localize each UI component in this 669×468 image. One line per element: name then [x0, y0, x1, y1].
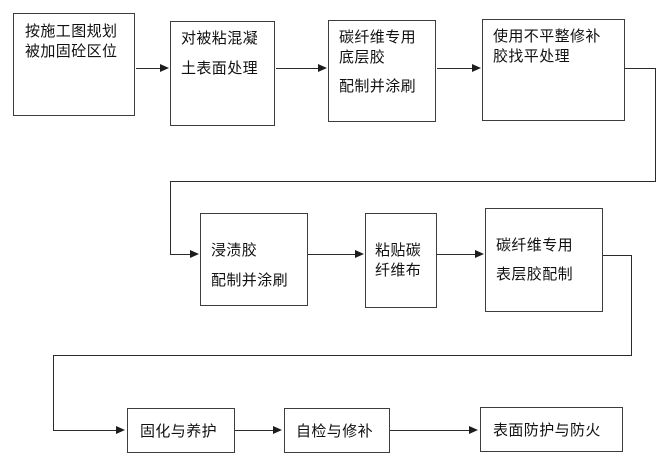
node-1-line-1: 按施工图规划	[25, 22, 118, 40]
edge-n1-n2-arrowhead	[160, 63, 169, 72]
edge-n4-n5-seg-down	[655, 68, 656, 182]
node-2-text: 对被粘混凝 土表面处理	[181, 28, 274, 78]
process-node-3[interactable]: 碳纤维专用 底层胶 配制并涂刷	[328, 20, 436, 122]
process-node-1[interactable]: 按施工图规划 被加固砼区位	[13, 13, 135, 116]
node-7-text: 碳纤维专用 表层胶配制	[496, 235, 602, 284]
edge-n7-n8-seg-in	[53, 430, 117, 431]
process-node-9[interactable]: 自检与修补	[284, 408, 390, 453]
node-4-text: 使用不平整修补 胶找平处理	[493, 26, 624, 66]
node-4-line-1: 使用不平整修补	[493, 27, 601, 45]
edge-n2-n3-arrowhead	[318, 63, 327, 72]
process-node-4[interactable]: 使用不平整修补 胶找平处理	[482, 19, 625, 121]
node-9-text: 自检与修补	[296, 421, 389, 441]
node-3-text: 碳纤维专用 底层胶 配制并涂刷	[339, 27, 435, 96]
process-node-7[interactable]: 碳纤维专用 表层胶配制	[485, 208, 603, 312]
process-node-8[interactable]: 固化与养护	[127, 408, 235, 453]
node-5-line-1: 浸渍胶	[211, 241, 258, 259]
edge-n7-n8-seg-down	[631, 255, 632, 356]
node-10-line-1: 表面防护与防火	[493, 421, 601, 439]
edge-n4-n5-seg-down2	[170, 181, 171, 255]
node-10-text: 表面防护与防火	[493, 420, 622, 440]
node-3-line-2: 底层胶	[339, 48, 386, 66]
edge-n3-n4-line	[437, 68, 473, 69]
node-1-line-2: 被加固砼区位	[25, 42, 118, 60]
process-node-5[interactable]: 浸渍胶 配制并涂刷	[200, 213, 308, 306]
process-node-2[interactable]: 对被粘混凝 土表面处理	[170, 21, 275, 126]
edge-n7-n8-seg-right	[603, 255, 632, 256]
edge-n9-n10-line	[390, 430, 470, 431]
edge-n8-n9-line	[235, 430, 274, 431]
edge-n1-n2-line	[136, 68, 162, 69]
node-1-text: 按施工图规划 被加固砼区位	[25, 21, 134, 61]
edge-n3-n4-arrowhead	[472, 63, 481, 72]
node-9-line-1: 自检与修补	[296, 422, 374, 440]
node-2-line-2: 土表面处理	[181, 59, 259, 77]
node-6-line-2: 纤维布	[375, 261, 422, 279]
node-7-line-2: 表层胶配制	[496, 265, 574, 283]
edge-n8-n9-arrowhead	[273, 425, 282, 434]
edge-n4-n5-seg-left	[170, 181, 656, 182]
node-3-line-1: 碳纤维专用	[339, 28, 417, 46]
edge-n6-n7-arrowhead	[475, 249, 484, 258]
node-5-line-2: 配制并涂刷	[211, 271, 289, 289]
process-node-6[interactable]: 粘贴碳 纤维布	[365, 213, 437, 308]
node-3-line-3: 配制并涂刷	[339, 77, 417, 95]
edge-n5-n6-arrowhead	[355, 249, 364, 258]
edge-n9-n10-arrowhead	[469, 425, 478, 434]
edge-n7-n8-arrowhead	[116, 425, 125, 434]
node-7-line-1: 碳纤维专用	[496, 236, 574, 254]
node-8-text: 固化与养护	[140, 421, 234, 441]
edge-n4-n5-arrowhead	[190, 249, 199, 258]
process-node-10[interactable]: 表面防护与防火	[480, 407, 623, 452]
node-8-line-1: 固化与养护	[140, 422, 218, 440]
edge-n2-n3-line	[276, 68, 319, 69]
edge-n7-n8-seg-down2	[53, 355, 54, 430]
edge-n4-n5-seg-right	[625, 68, 656, 69]
node-4-line-2: 胶找平处理	[493, 47, 571, 65]
node-6-line-1: 粘贴碳	[375, 241, 422, 259]
node-6-text: 粘贴碳 纤维布	[375, 240, 436, 280]
edge-n7-n8-seg-left	[53, 355, 632, 356]
node-2-line-1: 对被粘混凝	[181, 29, 259, 47]
edge-n4-n5-seg-in	[170, 254, 191, 255]
node-5-text: 浸渍胶 配制并涂刷	[211, 240, 307, 290]
edge-n5-n6-line	[308, 254, 355, 255]
edge-n6-n7-line	[437, 254, 475, 255]
